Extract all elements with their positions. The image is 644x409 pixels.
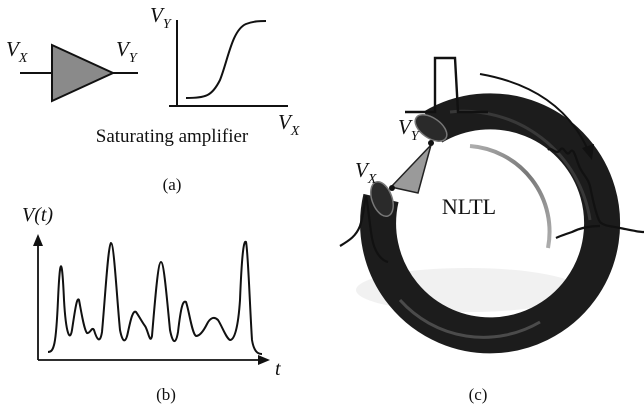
waveform-y-label: V(t) <box>22 204 53 226</box>
propagation-arrowhead <box>582 144 594 160</box>
nltl-label: NLTL <box>442 194 496 219</box>
amp-triangle <box>51 43 116 103</box>
waveform-x-label: t <box>275 358 281 380</box>
ring-body <box>360 93 621 354</box>
left-input-pulse <box>339 195 389 264</box>
ring-amp-output-node <box>428 140 434 146</box>
ring-end-face-left <box>370 180 394 218</box>
panel-b-label: (b) <box>156 385 176 404</box>
top-square-pulse <box>405 56 488 114</box>
waveform-y-arrow <box>33 234 43 246</box>
ring-amp-input-node <box>389 185 395 191</box>
propagation-arrow <box>479 73 589 151</box>
amp-output-label: VY <box>116 37 139 66</box>
right-sharp-pulse <box>547 147 644 234</box>
ring-amplifier <box>389 140 434 194</box>
waveform-trace <box>47 240 263 355</box>
ring-end-face-top <box>414 114 448 142</box>
ring-output-label: VY <box>398 115 421 144</box>
transfer-y-label: VY <box>150 3 173 32</box>
right-sharp-pulse-lower <box>555 224 601 239</box>
panel-c: VY VX NLTL (c) <box>339 56 644 404</box>
panel-a-caption: Saturating amplifier <box>96 126 249 147</box>
ring-input-label: VX <box>355 158 377 187</box>
ring-amp-triangle <box>389 144 432 194</box>
amp-input-label: VX <box>6 37 28 66</box>
panel-b: V(t) t (b) <box>22 204 281 404</box>
waveform-x-arrow <box>258 355 270 365</box>
transfer-curve-plot <box>169 20 288 107</box>
panel-c-label: (c) <box>469 385 488 404</box>
panel-a-label: (a) <box>163 175 182 194</box>
amplifier-symbol <box>20 43 138 103</box>
transfer-curve <box>185 20 267 99</box>
ring-bottom-highlight <box>398 298 541 339</box>
nltl-ring <box>360 93 621 354</box>
panel-a: VX VY VY VX Saturating amplifier (a) <box>6 3 300 194</box>
ring-inner-highlight <box>469 144 552 249</box>
transfer-x-label: VX <box>278 110 300 139</box>
